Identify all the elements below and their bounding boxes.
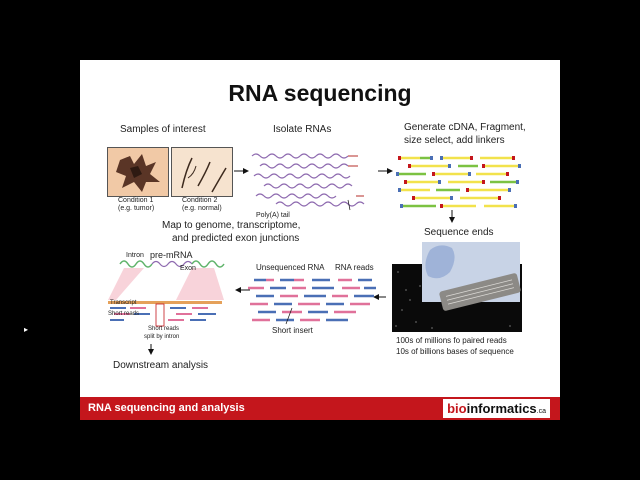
map-label-2: and predicted exon junctions	[172, 233, 300, 244]
tumor-sample-image	[107, 147, 169, 197]
reads-info-1: 100s of millions fo paired reads	[396, 336, 507, 345]
condition1-label: Condition 1	[118, 197, 154, 204]
intron-label: Intron	[126, 252, 144, 259]
slide-footer: RNA sequencing and analysis bioinformati…	[80, 397, 560, 420]
logo-part-informatics: informatics	[466, 401, 537, 416]
samples-label: Samples of interest	[120, 124, 206, 135]
short-reads-label: Short reads	[108, 311, 140, 317]
condition1-sub: (e.g. tumor)	[118, 205, 155, 212]
slide-title: RNA sequencing	[228, 80, 412, 106]
reads-info-2: 10s of billions bases of sequence	[396, 347, 514, 356]
footer-title: RNA sequencing and analysis	[88, 402, 245, 414]
generate-label-1: Generate cDNA, Fragment,	[404, 122, 526, 133]
unsequenced-label: Unsequenced RNA	[256, 263, 325, 272]
normal-sample-image	[171, 147, 233, 197]
pre-mrna-label: pre-mRNA	[150, 250, 193, 260]
generate-label-2: size select, add linkers	[404, 135, 505, 146]
bioinformatics-logo: bioinformatics.ca	[443, 399, 550, 418]
mouse-cursor-icon: ▸	[24, 325, 29, 334]
logo-part-bio: bio	[447, 401, 467, 416]
downstream-label: Downstream analysis	[113, 360, 209, 371]
diagram-graphics	[108, 153, 522, 355]
slide: RNA sequencing Samples of interest Condi…	[80, 60, 560, 420]
condition2-sub: (e.g. normal)	[182, 205, 222, 212]
polya-label: Poly(A) tail	[256, 212, 290, 219]
logo-part-ca: .ca	[536, 408, 546, 415]
transcript-label: Transcript	[110, 300, 137, 306]
short-insert-label: Short insert	[272, 326, 313, 335]
sequence-ends-label: Sequence ends	[424, 227, 494, 238]
exon-label: Exon	[180, 265, 196, 272]
split-label-1: Short reads	[148, 326, 180, 332]
isolate-label: Isolate RNAs	[273, 124, 332, 135]
split-label-2: split by intron	[144, 334, 180, 340]
condition2-label: Condition 2	[182, 197, 218, 204]
rna-reads-label: RNA reads	[335, 263, 374, 272]
map-label-1: Map to genome, transcriptome,	[162, 220, 301, 231]
